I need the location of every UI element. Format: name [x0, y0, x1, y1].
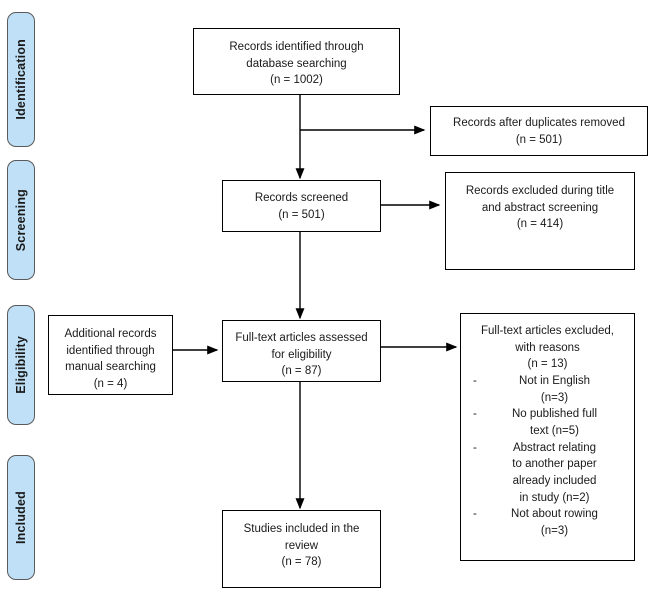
list-item: - No published full text (n=5) — [469, 406, 626, 439]
box-studies-included: Studies included in the review (n = 78) — [222, 510, 381, 588]
stage-pill-identification: Identification — [7, 12, 35, 147]
box-fulltext-excluded: Full-text articles excluded, with reason… — [460, 313, 635, 561]
stage-label-identification: Identification — [14, 39, 28, 120]
box-studies-included-text: Studies included in the review (n = 78) — [243, 523, 360, 569]
box-records-screened-text: Records screened (n = 501) — [254, 192, 349, 221]
fulltext-excluded-reason-list: - Not in English (n=3) - No published fu… — [469, 373, 626, 540]
stage-pill-eligibility: Eligibility — [7, 305, 35, 425]
list-bullet-dash: - — [473, 508, 477, 521]
box-additional-records-text: Additional records identified through ma… — [64, 328, 157, 391]
stage-label-screening: Screening — [14, 188, 28, 252]
box-records-screened: Records screened (n = 501) — [222, 180, 381, 232]
box-duplicates-removed: Records after duplicates removed (n = 50… — [430, 106, 648, 156]
stage-pill-included: Included — [7, 455, 35, 580]
box-duplicates-removed-text: Records after duplicates removed (n = 50… — [453, 117, 625, 146]
box-fulltext-excluded-heading: Full-text articles excluded, with reason… — [481, 325, 614, 371]
box-records-identified: Records identified through database sear… — [193, 28, 400, 95]
box-records-identified-text: Records identified through database sear… — [229, 41, 364, 87]
list-item: - Not about rowing (n=3) — [469, 506, 626, 539]
stage-label-eligibility: Eligibility — [14, 336, 28, 394]
list-item-label: Abstract relating to another paper alrea… — [512, 441, 597, 504]
box-additional-records: Additional records identified through ma… — [48, 315, 173, 395]
list-item-label: No published full text (n=5) — [511, 408, 598, 438]
stage-pill-screening: Screening — [7, 160, 35, 280]
list-bullet-dash: - — [473, 441, 477, 454]
box-fulltext-assessed: Full-text articles assessed for eligibil… — [222, 320, 381, 382]
list-bullet-dash: - — [473, 408, 477, 421]
list-item-label: Not about rowing (n=3) — [511, 508, 598, 538]
box-records-excluded: Records excluded during title and abstra… — [445, 172, 635, 270]
list-item: - Abstract relating to another paper alr… — [469, 440, 626, 507]
list-item: - Not in English (n=3) — [469, 373, 626, 406]
box-records-excluded-text: Records excluded during title and abstra… — [465, 185, 615, 231]
stage-label-included: Included — [14, 491, 28, 544]
list-bullet-dash: - — [473, 375, 477, 388]
list-item-label: Not in English (n=3) — [519, 375, 590, 404]
box-fulltext-assessed-text: Full-text articles assessed for eligibil… — [235, 332, 368, 378]
